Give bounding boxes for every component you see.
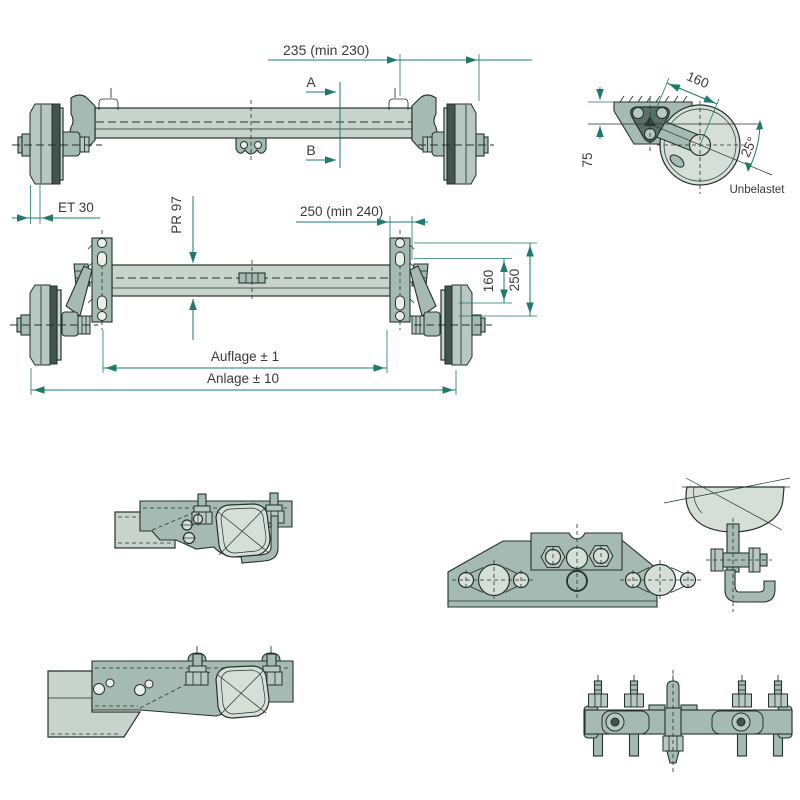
- drum-lug: [669, 154, 685, 168]
- hex-nut: [588, 545, 614, 567]
- dim-label-contact: Anlage ± 10: [207, 371, 279, 386]
- clamp-bolt: [624, 675, 644, 708]
- slot-hole-group: [452, 560, 534, 600]
- dim-label-mount-height: 75: [580, 152, 595, 167]
- chassis-hatching: [619, 95, 688, 103]
- caption-unloaded: Unbelastet: [730, 184, 786, 196]
- clamp-bar-front-view: [583, 670, 793, 772]
- mounting-plate-bottom-view: [447, 524, 702, 608]
- shackle-clip: [98, 98, 119, 110]
- dim-label-angle: 25°: [738, 135, 760, 160]
- hook-bolt: [240, 515, 279, 564]
- axle-beam: [94, 107, 413, 139]
- brake-drum: [454, 103, 477, 185]
- clamp-side-view: [663, 477, 791, 612]
- clamp-bolt: [732, 675, 752, 708]
- center-hole: [565, 546, 589, 570]
- axle-section-detail-a: [114, 492, 293, 564]
- frame-rail-section-view: [47, 646, 294, 738]
- dim-label-hole-span-inner: 160: [481, 270, 496, 293]
- section-label-b: B: [306, 142, 315, 158]
- dim-label-width: 235 (min 230): [283, 42, 369, 58]
- slot-hole-group: [620, 560, 702, 600]
- axle-main-view: ET 30 PR 97 250 (min 240) 160 250 Auflag…: [10, 185, 537, 395]
- unloaded-arm-detail: 160 75 25° Unbelastet: [580, 69, 785, 196]
- dim-label-profile: PR 97: [169, 196, 184, 234]
- dim-label-arm-length: 160: [684, 69, 711, 92]
- section-label-a: A: [306, 74, 316, 90]
- dim-label-bracket: 250 (min 240): [300, 204, 383, 219]
- shackle-clip: [388, 98, 409, 110]
- bolt-hole-bold: [566, 570, 588, 592]
- dim-label-support: Auflage ± 1: [211, 349, 279, 364]
- dim-label-wheel-offset: ET 30: [58, 200, 94, 215]
- hex-nut: [540, 546, 566, 568]
- dim-label-hole-span-outer: 250: [507, 269, 522, 292]
- top-axle-front-view: 235 (min 230) A B: [12, 42, 532, 185]
- hook-bolt: [724, 569, 776, 603]
- clamp-bolt: [588, 675, 608, 708]
- clamp-bolt: [768, 675, 788, 708]
